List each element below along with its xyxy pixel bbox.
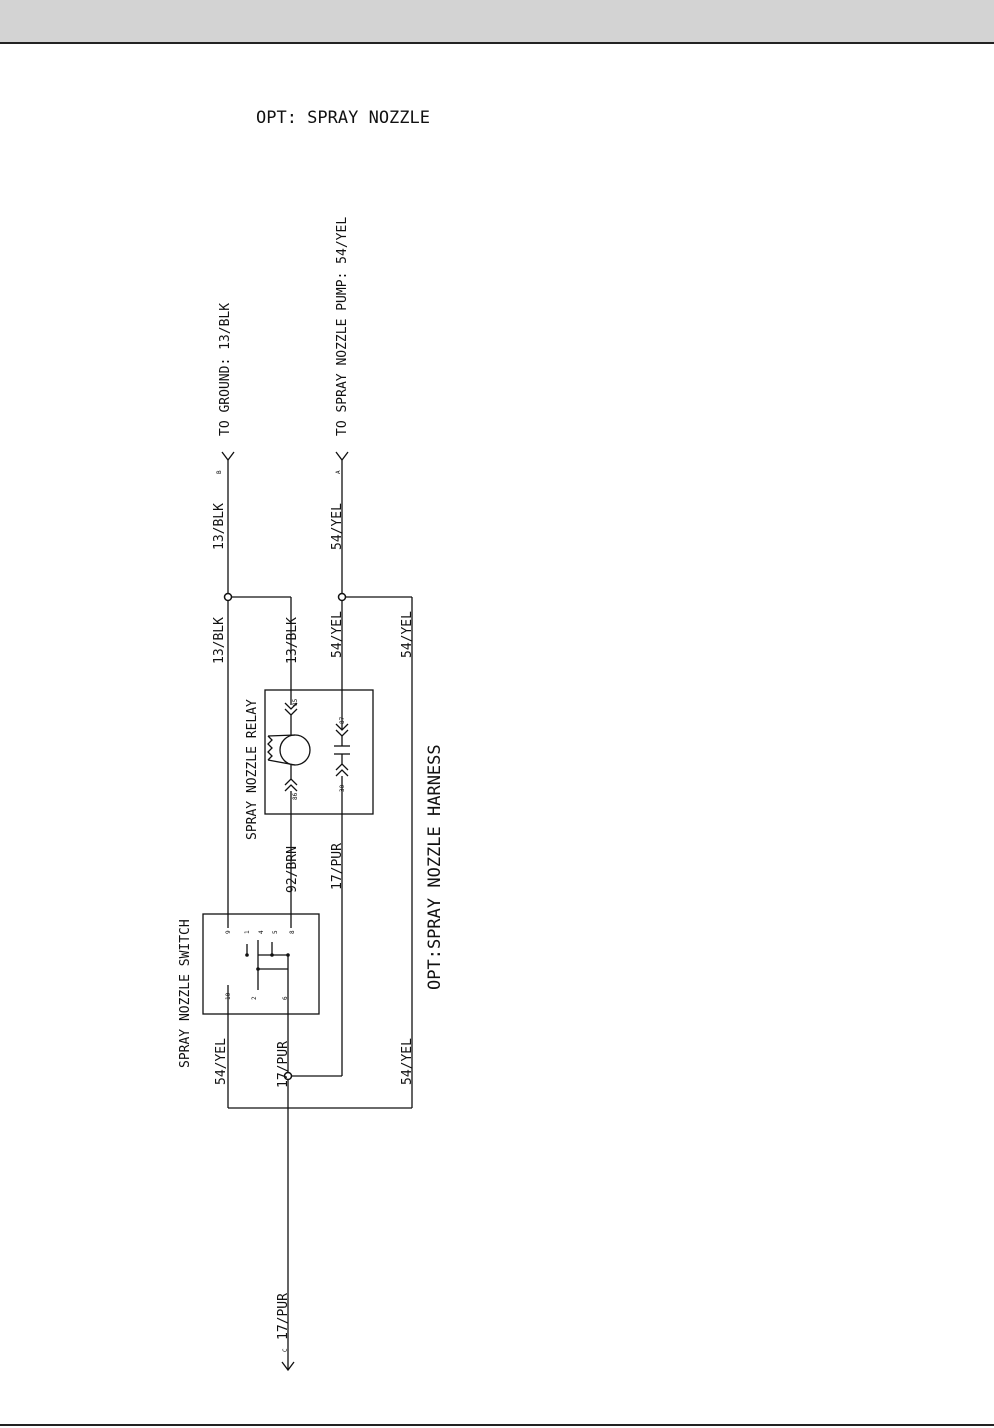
wire-label-13blk-relay: 13/BLK: [285, 617, 300, 664]
wire-label-54yel-right-top: 54/YEL: [400, 611, 415, 658]
wire-label-54yel-right-bottom: 54/YEL: [400, 1038, 415, 1085]
relay-coil-lead-a: [267, 734, 296, 737]
relay-pin-85: 85: [292, 698, 299, 706]
switch-pin-6: 6: [282, 996, 289, 1000]
switch-dot-5: [270, 953, 274, 957]
header-bar: [0, 0, 994, 44]
pump-connector-pin: A: [335, 470, 342, 474]
wire-label-13blk-left: 13/BLK: [212, 617, 227, 664]
relay-pin87-chevron: [335, 723, 349, 731]
relay-name: SPRAY NOZZLE RELAY: [245, 699, 260, 840]
relay-box: [264, 689, 374, 815]
input-connector-pin: C: [282, 1348, 289, 1352]
switch-pin-2: 2: [251, 996, 258, 1000]
pump-connector-label: TO SPRAY NOZZLE PUMP: 54/YEL: [335, 217, 350, 436]
relay-pin-30: 30: [339, 784, 346, 792]
splice-54yel: [337, 592, 347, 602]
relay-pin85-chevron: [284, 702, 298, 710]
switch-box: [202, 913, 320, 1015]
ground-connector-arrow: [221, 451, 235, 462]
ground-connector-pin: B: [216, 470, 223, 474]
wire-label-54yel-left-bottom: 54/YEL: [214, 1038, 229, 1085]
switch-pin-5: 5: [272, 930, 279, 934]
switch-pin-9: 9: [225, 930, 232, 934]
relay-coil-resistor: [267, 735, 273, 761]
wire-label-17pur-mid: 17/PUR: [330, 843, 345, 890]
switch-dot-6: [286, 953, 290, 957]
switch-pin-1: 1: [244, 930, 251, 934]
relay-coil-lead-b: [267, 759, 296, 766]
relay-pin30-chevron: [335, 763, 349, 771]
page-title: OPT: SPRAY NOZZLE: [256, 108, 430, 128]
splice-13blk: [223, 592, 233, 602]
relay-pin-86: 86: [292, 792, 299, 800]
splice-17pur: [283, 1071, 293, 1081]
switch-pin-8: 8: [289, 930, 296, 934]
switch-dot-2: [256, 967, 260, 971]
relay-pin-87: 87: [339, 716, 346, 724]
footer-rule: [0, 1424, 994, 1426]
pump-connector-arrow: [335, 451, 349, 462]
wire-label-92brn: 92/BRN: [285, 846, 300, 893]
wire-label-54yel-mid: 54/YEL: [330, 611, 345, 658]
wire-label-13blk-top: 13/BLK: [212, 503, 227, 550]
switch-name: SPRAY NOZZLE SWITCH: [178, 919, 193, 1068]
relay-pin30-chevron-2: [335, 769, 349, 777]
switch-pin-10: 10: [225, 992, 232, 1000]
switch-dot-1: [245, 953, 249, 957]
relay-pin86-chevron-2: [284, 784, 298, 792]
switch-pin-4: 4: [258, 930, 265, 934]
ground-connector-label: TO GROUND: 13/BLK: [218, 303, 233, 436]
wire-label-17pur-splice: 17/PUR: [276, 1041, 291, 1088]
input-connector-arrow: [281, 1361, 295, 1372]
relay-coil-circle: [279, 734, 311, 766]
wire-label-54yel-top: 54/YEL: [330, 503, 345, 550]
input-connector-label: 17/PUR: [276, 1293, 291, 1340]
harness-name: OPT:SPRAY NOZZLE HARNESS: [425, 744, 445, 990]
